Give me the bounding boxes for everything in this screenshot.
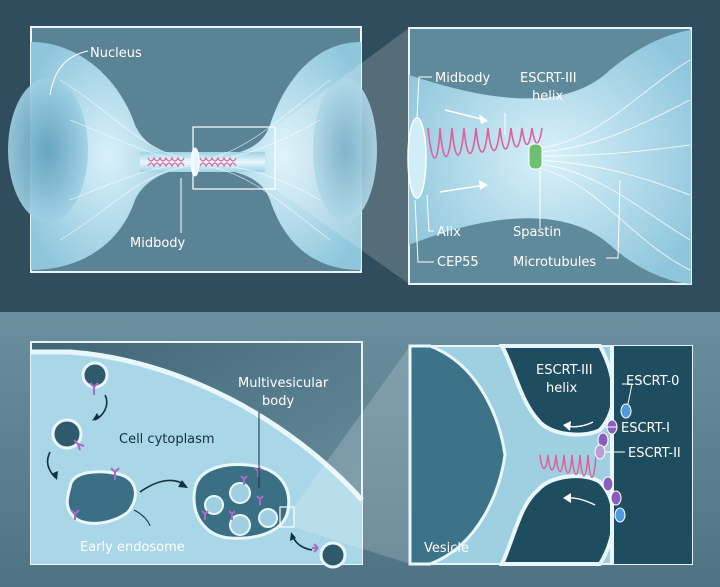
label-escrt0: ESCRT-0: [626, 374, 679, 389]
label-escrt1: ESCRT-I: [621, 421, 670, 436]
label-nucleus: Nucleus: [90, 46, 142, 61]
helix-small-right: [199, 156, 237, 168]
midbody-small: [190, 147, 200, 177]
panel-bottom-right: [408, 344, 693, 566]
label-mvb-line1: Multivesicular: [238, 376, 329, 391]
label-spastin: Spastin: [513, 225, 561, 240]
label-vesicle: Vesicle: [424, 541, 469, 556]
label-cep55: CEP55: [437, 255, 479, 270]
zoom-box-top: [192, 126, 276, 190]
label-escrt2: ESCRT-II: [628, 446, 681, 461]
nucleus-right: [313, 78, 377, 222]
label-midbody-right: Midbody: [435, 71, 491, 86]
escrt3-helix-top: [427, 127, 543, 159]
helix-small-left: [147, 156, 185, 168]
panel-top-left: [8, 26, 377, 273]
label-midbody-left: Midbody: [130, 236, 186, 251]
spastin-marker: [528, 143, 543, 170]
panel-top-right: [407, 27, 692, 285]
label-alix: Alix: [437, 225, 461, 240]
label-escrt3-bottom-line1: ESCRT-III: [536, 363, 593, 378]
label-escrt3-top-line2: helix: [532, 89, 563, 104]
label-cytoplasm: Cell cytoplasm: [119, 432, 215, 447]
early-endosome-shape: [65, 470, 137, 525]
escrt3-helix-bottom: [539, 454, 597, 478]
zoom-projection-top: [275, 28, 409, 284]
panel-bottom-left: [30, 341, 364, 569]
midbody-large: [407, 117, 427, 199]
zoom-projection-bottom: [294, 346, 410, 564]
label-mvb-line2: body: [262, 394, 294, 409]
label-escrt3-top-line1: ESCRT-III: [520, 71, 577, 86]
nucleus-left: [8, 78, 88, 222]
label-escrt3-bottom-line2: helix: [546, 381, 577, 396]
label-early-endosome: Early endosome: [80, 540, 185, 555]
label-microtubules: Microtubules: [513, 255, 596, 270]
